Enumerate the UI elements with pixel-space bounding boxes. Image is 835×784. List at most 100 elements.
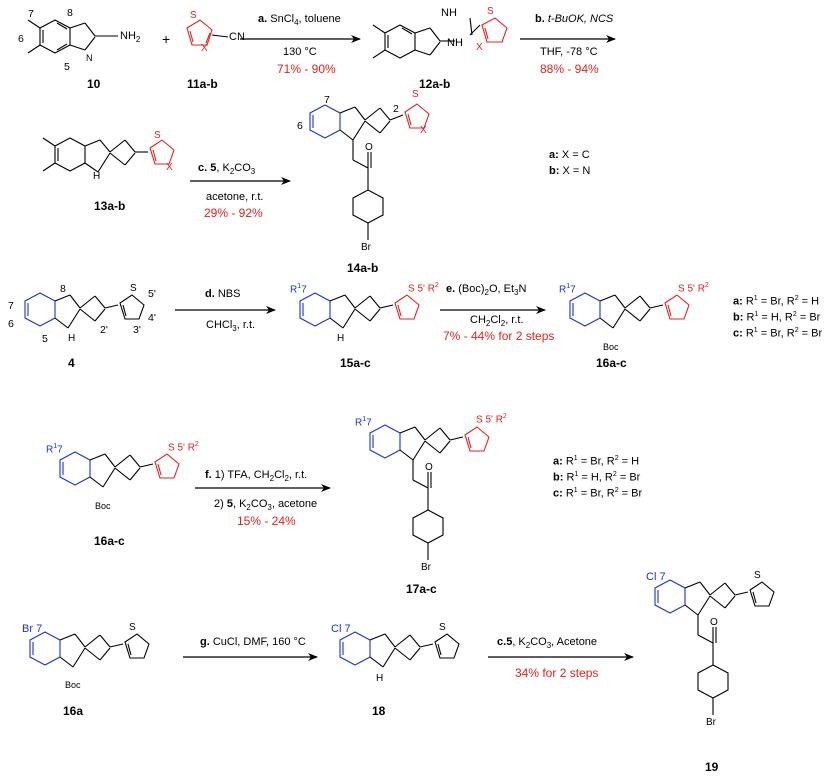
compound-label-11: 11a-b xyxy=(187,77,218,91)
step-a-yield: 71% - 90% xyxy=(277,62,336,76)
structure-16-ring xyxy=(664,294,690,320)
r2-label-16: S 5' R2 xyxy=(678,282,709,295)
structure-14 xyxy=(309,104,404,240)
oxygen-14: O xyxy=(365,142,373,153)
legend-row4-c: c: R1 = Br, R2 = Br xyxy=(553,487,643,500)
step-f-line2: 2) 5, K2CO3, acetone xyxy=(214,498,318,513)
compound-label-16: 16a-c xyxy=(596,356,627,370)
atom-number-4p: 4' xyxy=(148,312,156,324)
compound-label-19: 19 xyxy=(705,760,719,774)
step-a-reagent: a. SnCl4, toluene xyxy=(258,13,341,28)
r2-label-16-row4: S 5' R2 xyxy=(168,441,199,454)
structure-4 xyxy=(24,292,145,329)
compound-label-4: 4 xyxy=(68,356,75,370)
sulfur-18: S xyxy=(439,622,446,633)
step-b-yield: 88% - 94% xyxy=(540,62,599,76)
het-x-13: X xyxy=(166,162,173,173)
step-c-reagent: c. 5, K2CO3 xyxy=(198,162,256,177)
compound-label-16a: 16a xyxy=(63,704,84,718)
structure-12-ring xyxy=(481,17,508,43)
r1-label-16: R17 xyxy=(559,283,576,296)
compound-label-16-row4: 16a-c xyxy=(94,534,125,548)
structure-17 xyxy=(369,424,464,560)
nh2-label: NH2 xyxy=(120,30,141,45)
het-x-14: X xyxy=(420,125,427,136)
legend-row2-a: a: X = C xyxy=(549,149,590,161)
br-label-16a: Br 7 xyxy=(22,623,43,635)
bromine-14: Br xyxy=(361,242,371,253)
het-s-13: S xyxy=(154,130,161,141)
het-x-11: X xyxy=(201,43,208,54)
step-e-yield: 7% - 44% for 2 steps xyxy=(443,329,555,343)
step-g-reagent: g. CuCl, DMF, 160 °C xyxy=(200,636,306,648)
cl-label-18: Cl 7 xyxy=(331,623,351,635)
structure-18 xyxy=(339,631,460,668)
het-x-12: X xyxy=(476,42,483,53)
compound-label-10: 10 xyxy=(87,77,101,91)
nh-4: H xyxy=(68,333,76,344)
plus-sign: + xyxy=(162,31,171,47)
atom-number-6-4: 6 xyxy=(8,318,14,330)
atom-number-2p: 2' xyxy=(100,324,108,336)
compound-label-18: 18 xyxy=(372,704,386,718)
r2-label-17: S 5' R2 xyxy=(476,413,507,426)
nh-label-10: N xyxy=(86,53,93,63)
bromine-19: Br xyxy=(706,717,716,728)
structure-15-ring xyxy=(394,294,420,320)
het-s-14: S xyxy=(412,89,419,100)
atom-number-7-4: 7 xyxy=(8,300,14,312)
step-c-yield: 29% - 92% xyxy=(204,206,263,220)
cn-label: CN xyxy=(229,31,245,43)
step-c-conditions: acetone, r.t. xyxy=(206,191,264,203)
step-d-reagent: d. NBS xyxy=(205,288,241,300)
legend-row2-b: b: X = N xyxy=(549,165,591,177)
sulfur-4: S xyxy=(130,283,137,294)
structure-16a xyxy=(29,631,150,668)
compound-label-17: 17a-c xyxy=(406,582,437,596)
boc-16-row4: Boc xyxy=(95,501,111,511)
structure-10 xyxy=(27,19,118,54)
legend-row4-a: a: R1 = Br, R2 = H xyxy=(553,455,640,468)
atom-number-5: 5 xyxy=(64,61,70,73)
nh-15: H xyxy=(337,333,345,344)
compound-label-15: 15a-c xyxy=(340,356,371,370)
nh-18: H xyxy=(376,673,384,684)
sulfur-16a: S xyxy=(129,622,136,633)
structure-19 xyxy=(654,579,775,715)
step-b-conditions: THF, -78 °C xyxy=(540,46,598,58)
step-e-reagent: e. (Boc)2O, Et3N xyxy=(446,283,527,298)
sulfur-19: S xyxy=(754,570,761,581)
legend-row3-a: a: R1 = Br, R2 = H xyxy=(733,295,820,308)
structure-16-row4-ring xyxy=(154,453,180,479)
compound-label-14: 14a-b xyxy=(347,261,379,275)
nh-13: H xyxy=(93,171,101,182)
r1-label-16-row4: R17 xyxy=(46,443,63,456)
amine-nh-label: NH xyxy=(447,37,463,49)
het-s-12: S xyxy=(487,6,494,17)
het-s-11: S xyxy=(190,10,197,21)
cl-label-19: Cl 7 xyxy=(646,571,666,583)
atom-number-6: 6 xyxy=(18,33,24,45)
step-e-conditions: CH2Cl2, r.t. xyxy=(470,314,524,329)
step-a-temp: 130 °C xyxy=(283,46,317,58)
bromine-17: Br xyxy=(421,562,431,573)
structure-17-ring xyxy=(464,426,490,452)
oxygen-19: O xyxy=(710,617,718,628)
structure-13-ring xyxy=(149,139,175,165)
compound-label-12: 12a-b xyxy=(419,77,451,91)
r1-label-15: R17 xyxy=(290,283,307,296)
atom-number-5p: 5' xyxy=(148,288,156,300)
atom-number-2-14: 2 xyxy=(393,103,399,115)
structure-12 xyxy=(372,17,481,59)
step-b-reagent: b. t-BuOK, NCS xyxy=(535,13,614,25)
r2-label-15: S 5' R2 xyxy=(408,282,439,295)
atom-number-8: 8 xyxy=(67,7,73,19)
structure-14-ring xyxy=(404,103,430,129)
structure-16 xyxy=(569,292,664,329)
step-c2-reagent: c.5, K2CO3, Acetone xyxy=(497,636,598,651)
legend-row3-b: b: R1 = H, R2 = Br xyxy=(733,311,821,324)
structure-13 xyxy=(42,137,148,173)
compound-label-13: 13a-b xyxy=(94,199,126,213)
step-f-yield: 15% - 24% xyxy=(237,514,296,528)
